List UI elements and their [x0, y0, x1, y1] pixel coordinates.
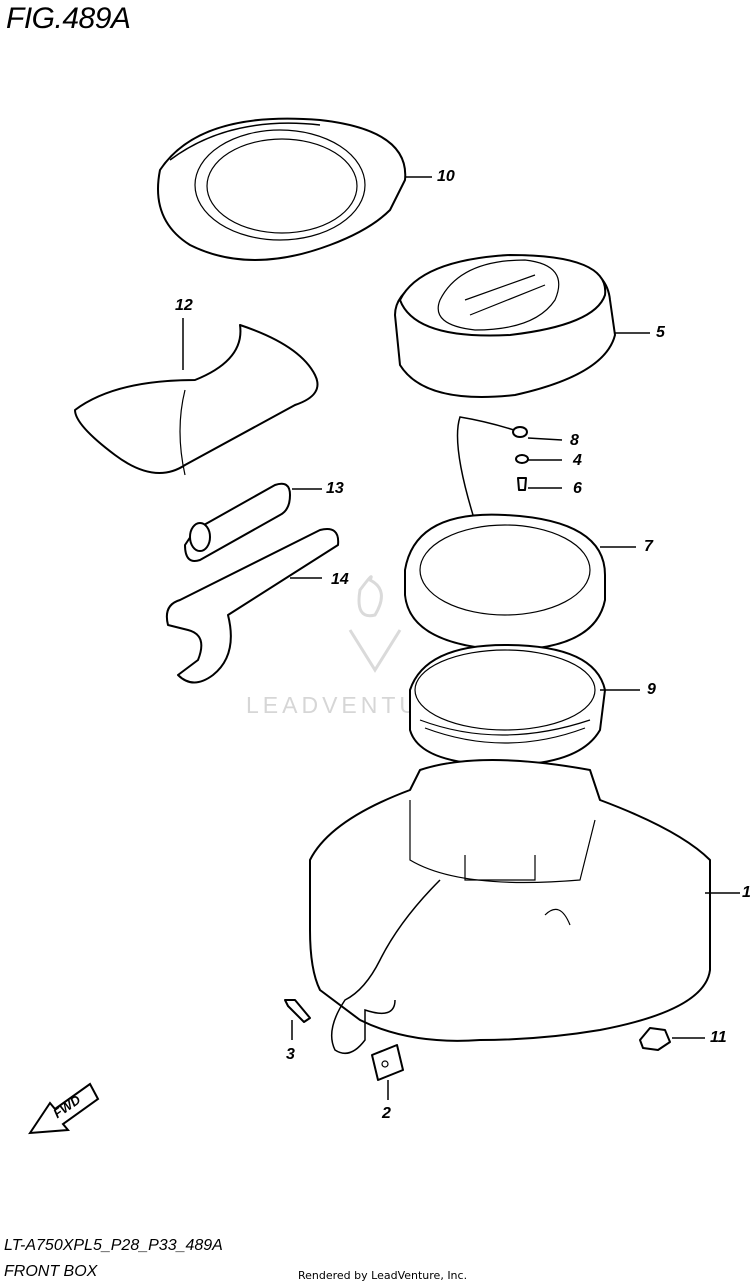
model-code: LT-A750XPL5_P28_P33_489A: [4, 1237, 223, 1254]
callout-7: 7: [644, 538, 653, 555]
callout-6: 6: [573, 480, 582, 497]
part-2-clip: [371, 1044, 404, 1100]
callout-2: 2: [382, 1105, 391, 1122]
callout-11: 11: [710, 1029, 727, 1046]
part-14-spanner-wrench: [165, 528, 340, 684]
part-10-seal-ring: [157, 117, 432, 261]
watermark-logo: [348, 575, 402, 673]
callout-12: 12: [175, 297, 193, 314]
section-name: FRONT BOX: [4, 1263, 98, 1280]
forward-direction-arrow: [28, 1082, 100, 1135]
callout-1: 1: [742, 885, 750, 901]
callout-4: 4: [573, 452, 582, 469]
callout-8: 8: [570, 432, 579, 449]
callout-5: 5: [656, 324, 665, 341]
callout-14: 14: [331, 571, 349, 588]
callout-9: 9: [647, 681, 656, 698]
part-13-cylinder: [184, 482, 322, 562]
part-9-threaded-ring: [409, 644, 640, 766]
part-11-grommet: [639, 1027, 705, 1051]
callout-13: 13: [326, 480, 344, 497]
figure-title: FIG.489A: [6, 2, 131, 35]
render-credit: Rendered by LeadVenture, Inc.: [298, 1269, 468, 1282]
part-7-retaining-ring: [404, 513, 636, 651]
callout-10: 10: [437, 168, 455, 185]
part-5-cap: [394, 254, 650, 398]
part-12-tool-bag: [74, 318, 319, 476]
part-1-front-box: [309, 759, 740, 1055]
part-3-screw: [284, 999, 311, 1040]
callout-3: 3: [286, 1046, 295, 1063]
